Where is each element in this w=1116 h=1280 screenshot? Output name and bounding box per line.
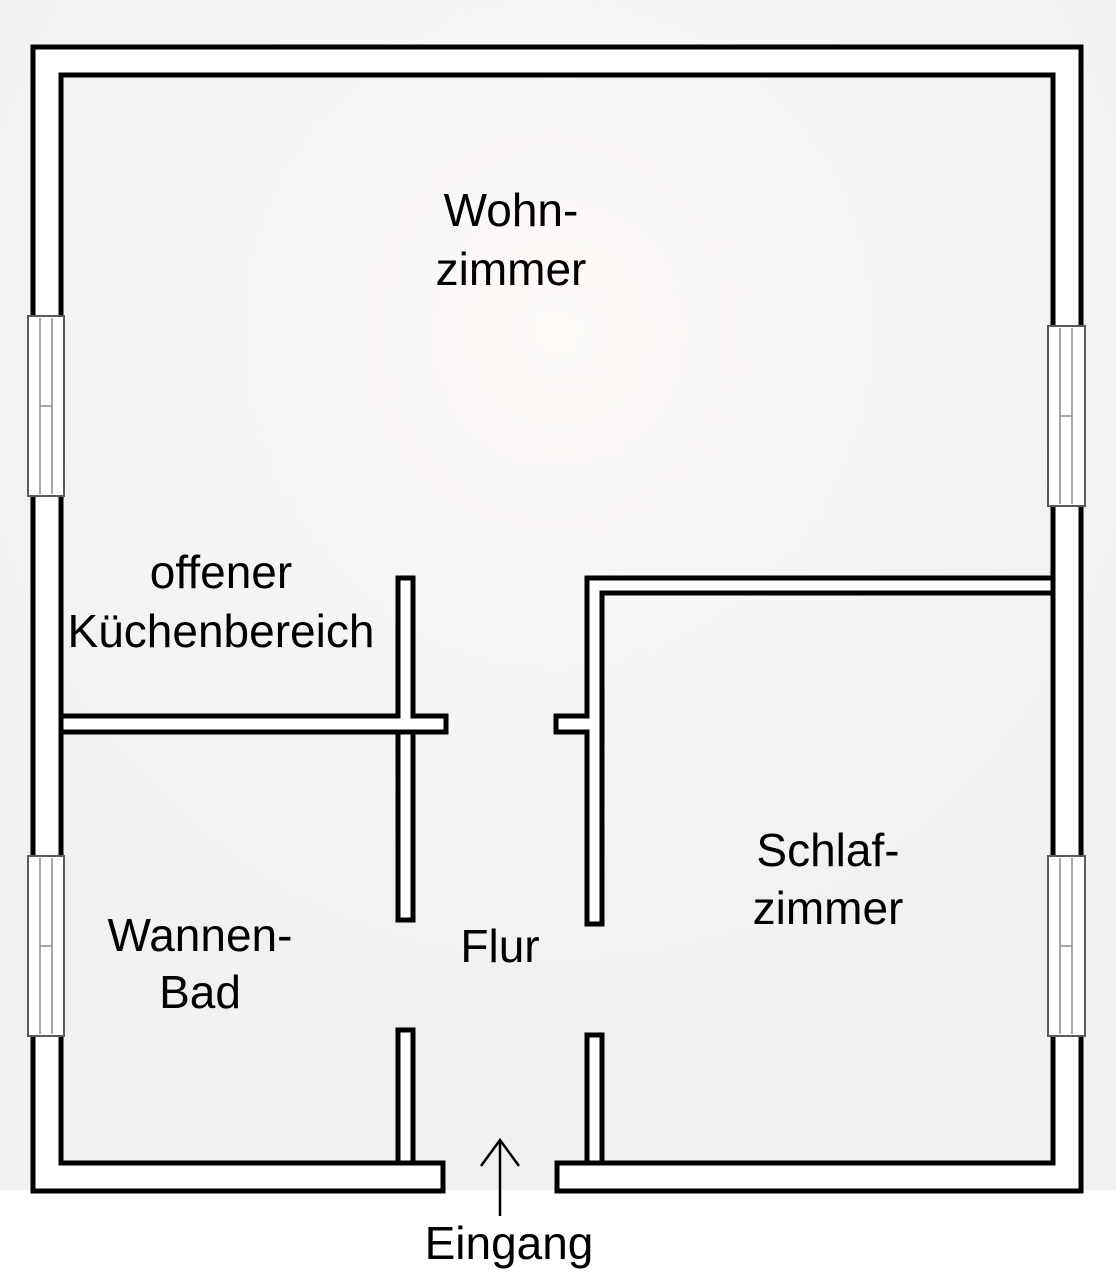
window-living-right <box>1047 325 1086 507</box>
window-bath <box>27 855 65 1037</box>
bedroom-corridor-wall-lower <box>584 1032 605 1166</box>
lower-background <box>0 1190 1116 1280</box>
label-bad-line2: Bad <box>159 966 241 1018</box>
label-wohnzimmer-line2: zimmer <box>436 243 587 295</box>
bath-corridor-wall <box>395 729 416 923</box>
label-kueche-line2: Küchenbereich <box>68 605 375 657</box>
label-flur: Flur <box>460 920 539 972</box>
label-schlafzimmer-line2: zimmer <box>753 882 904 934</box>
label-kueche-line1: offener <box>150 546 292 598</box>
bedroom-wall <box>553 575 1056 927</box>
label-wohnzimmer-line1: Wohn- <box>444 184 579 236</box>
window-bedroom <box>1047 855 1086 1037</box>
kitchen-bath-wall-upper <box>58 575 449 735</box>
label-schlafzimmer-line1: Schlaf- <box>756 824 899 876</box>
outer-wall <box>30 44 1084 1194</box>
entrance-arrow-icon <box>479 1137 521 1216</box>
bath-corridor-wall-lower <box>395 1027 416 1166</box>
label-eingang: Eingang <box>425 1217 594 1269</box>
label-bad-line1: Wannen- <box>108 909 293 961</box>
window-living-left <box>27 315 65 497</box>
